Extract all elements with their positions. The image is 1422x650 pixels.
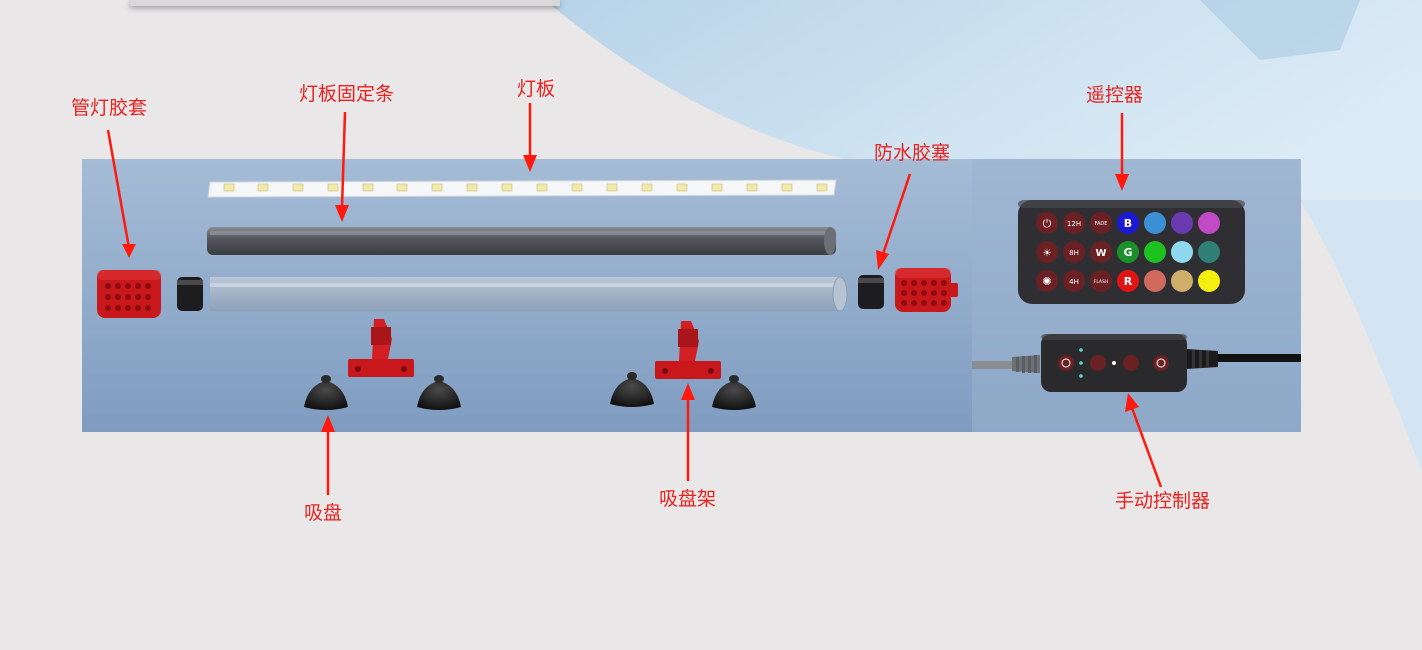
remote-key-label: 4H (1069, 278, 1079, 286)
suction-cup (610, 372, 654, 407)
clear-tube (210, 276, 848, 312)
label-suction-bracket: 吸盘架 (659, 488, 717, 510)
remote-key-label: G (1123, 246, 1132, 259)
tube-sleeve-right (895, 268, 958, 312)
label-strip-holder: 灯板固定条 (299, 83, 395, 105)
manual-controller (972, 334, 1301, 392)
remote-key-label: 12H (1067, 220, 1081, 228)
tube-sleeve-left (97, 270, 161, 318)
waterproof-plug-left (177, 277, 203, 311)
label-tube-sleeve: 管灯胶套 (71, 97, 148, 119)
remote-key-label: W (1095, 248, 1106, 259)
suction-cup (304, 375, 348, 410)
label-suction-cup: 吸盘 (304, 502, 343, 524)
remote-key-label: R (1124, 275, 1133, 288)
waterproof-plug-right (858, 275, 884, 309)
remote-key-label: FLASH (1094, 279, 1109, 285)
led-board (207, 179, 837, 198)
suction-bracket-right (655, 321, 721, 379)
remote-key-label: FADE (1095, 221, 1108, 227)
label-led-board: 灯板 (517, 78, 556, 100)
label-remote: 遥控器 (1086, 84, 1144, 106)
product-parts-panel: ⏻ 12H FADE B ☀ 8H W G ✺ 4H FLASH R (82, 159, 1301, 432)
remote-control: ⏻ 12H FADE B ☀ 8H W G ✺ 4H FLASH R (1018, 200, 1245, 304)
remote-key-label: ⏻ (1043, 217, 1052, 230)
label-waterproof-plug: 防水胶塞 (874, 142, 951, 164)
remote-key-label: 8H (1069, 249, 1079, 257)
remote-key-label: ☀ (1043, 248, 1052, 259)
suction-cup (712, 375, 756, 410)
label-manual-controller: 手动控制器 (1115, 490, 1211, 512)
remote-key-label: B (1124, 217, 1132, 230)
top-shadow-bar (130, 0, 560, 6)
suction-bracket-left (348, 319, 414, 377)
remote-key-label: ✺ (1042, 275, 1051, 288)
suction-cup (417, 375, 461, 410)
strip-holder-rod (207, 227, 836, 255)
